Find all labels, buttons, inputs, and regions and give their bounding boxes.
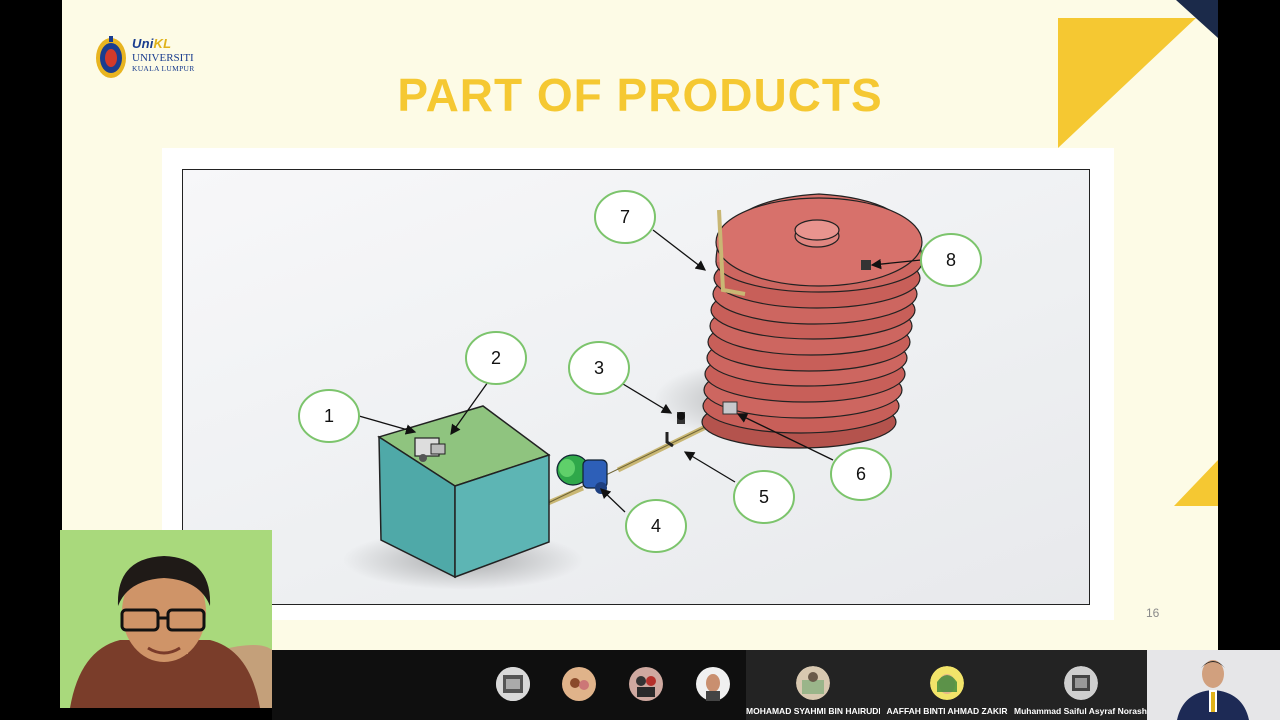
speaker-person-icon [1147, 650, 1280, 720]
avatar-3-icon [629, 667, 663, 701]
callout-label-1: 1 [324, 406, 334, 426]
avatar-6-icon [930, 666, 964, 700]
avatar-2-icon [562, 667, 596, 701]
avatar-5-icon [796, 666, 830, 700]
callout-label-5: 5 [759, 487, 769, 507]
callout-arrows [358, 229, 922, 513]
callout-8: 8 [920, 233, 982, 287]
callout-7: 7 [594, 190, 656, 244]
participant-tile-5[interactable]: MOHAMAD SYAHMI BIN HAIRUDIN [746, 650, 880, 720]
logo-brand: UniKL [132, 36, 172, 51]
callout-2: 2 [465, 331, 527, 385]
avatar-1-icon [496, 667, 530, 701]
slide-title: PART OF PRODUCTS [397, 69, 883, 121]
unikl-logo: UniKL UNIVERSITI KUALA LUMPUR [94, 30, 204, 84]
participant-avatar-1[interactable] [496, 667, 530, 701]
product-diagram-drawing: 1 2 3 4 5 6 7 [298, 190, 982, 590]
person-video-icon [60, 530, 272, 708]
callout-label-4: 4 [651, 516, 661, 536]
slide-page-number: 16 [1146, 606, 1160, 620]
water-pump [556, 454, 608, 494]
participant-avatar-2[interactable] [562, 667, 596, 701]
water-storage-drum [701, 193, 923, 449]
presentation-slide: UniKL UNIVERSITI KUALA LUMPUR PART OF PR… [62, 0, 1218, 650]
university-seal-icon [96, 36, 126, 78]
product-diagram: 1 2 3 4 5 6 7 [182, 169, 1090, 605]
callout-1: 1 [298, 389, 360, 443]
participant-avatar-4[interactable] [696, 667, 730, 701]
avatar-7-icon [1064, 666, 1098, 700]
participant-tile-7[interactable]: Muhammad Saiful Asyraf Norashikin [1014, 650, 1147, 720]
pipe-valve [665, 412, 685, 448]
callout-label-8: 8 [946, 250, 956, 270]
avatar-4-icon [696, 667, 730, 701]
storage-tank [377, 405, 551, 579]
callout-5: 5 [733, 470, 795, 524]
decorative-yellow-triangle [1058, 0, 1218, 148]
callout-label-2: 2 [491, 348, 501, 368]
self-video-view[interactable] [60, 530, 272, 708]
speaker-video-view[interactable] [1147, 650, 1280, 720]
callout-6: 6 [830, 447, 892, 501]
decorative-right-triangle [1174, 460, 1218, 506]
participant-name-6: AAFFAH BINTI AHMAD ZAKIR [886, 706, 1008, 716]
participant-name-7: Muhammad Saiful Asyraf Norashikin [1014, 706, 1147, 716]
callout-3: 3 [568, 341, 630, 395]
participant-avatar-3[interactable] [629, 667, 663, 701]
logo-line-2: KUALA LUMPUR [132, 64, 195, 73]
callout-4: 4 [625, 499, 687, 553]
callout-label-7: 7 [620, 207, 630, 227]
participant-tile-6[interactable]: AAFFAH BINTI AHMAD ZAKIR [880, 650, 1014, 720]
callout-label-3: 3 [594, 358, 604, 378]
participant-name-5: MOHAMAD SYAHMI BIN HAIRUDIN [746, 706, 880, 716]
logo-line-1: UNIVERSITI [132, 52, 194, 64]
callout-label-6: 6 [856, 464, 866, 484]
